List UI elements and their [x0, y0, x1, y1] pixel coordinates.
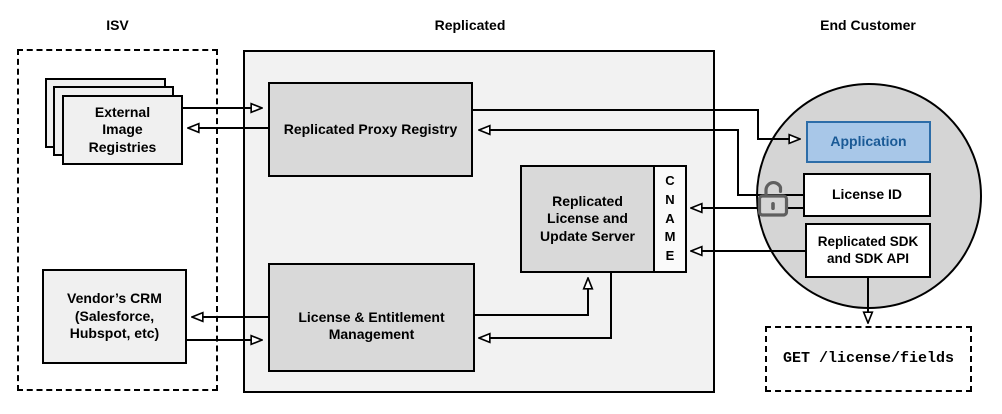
vendors-crm-node: Vendor’s CRM (Salesforce, Hubspot, etc) — [42, 269, 187, 364]
vendor-portal-subtitle: License & Entitlement Management — [298, 308, 445, 343]
unlock-icon — [748, 176, 792, 218]
replicated-section-label: Replicated — [434, 17, 506, 33]
replicated-vendor-portal-node: License & Entitlement Management — [268, 263, 475, 372]
cname-strip: C N A M E — [653, 165, 687, 273]
license-id-node: License ID — [803, 173, 931, 217]
application-node: Application — [806, 121, 931, 163]
external-image-registries-node: External Image Registries — [62, 95, 183, 165]
replicated-license-update-server-node: Replicated License and Update Server — [520, 165, 655, 273]
replicated-sdk-node: Replicated SDK and SDK API — [805, 223, 931, 278]
isv-section-label: ISV — [106, 17, 129, 33]
get-license-fields-node: GET /license/fields — [765, 326, 972, 392]
isv-container — [17, 49, 218, 391]
replicated-proxy-registry-node: Replicated Proxy Registry — [268, 82, 473, 177]
end-customer-section-label: End Customer — [820, 17, 916, 33]
